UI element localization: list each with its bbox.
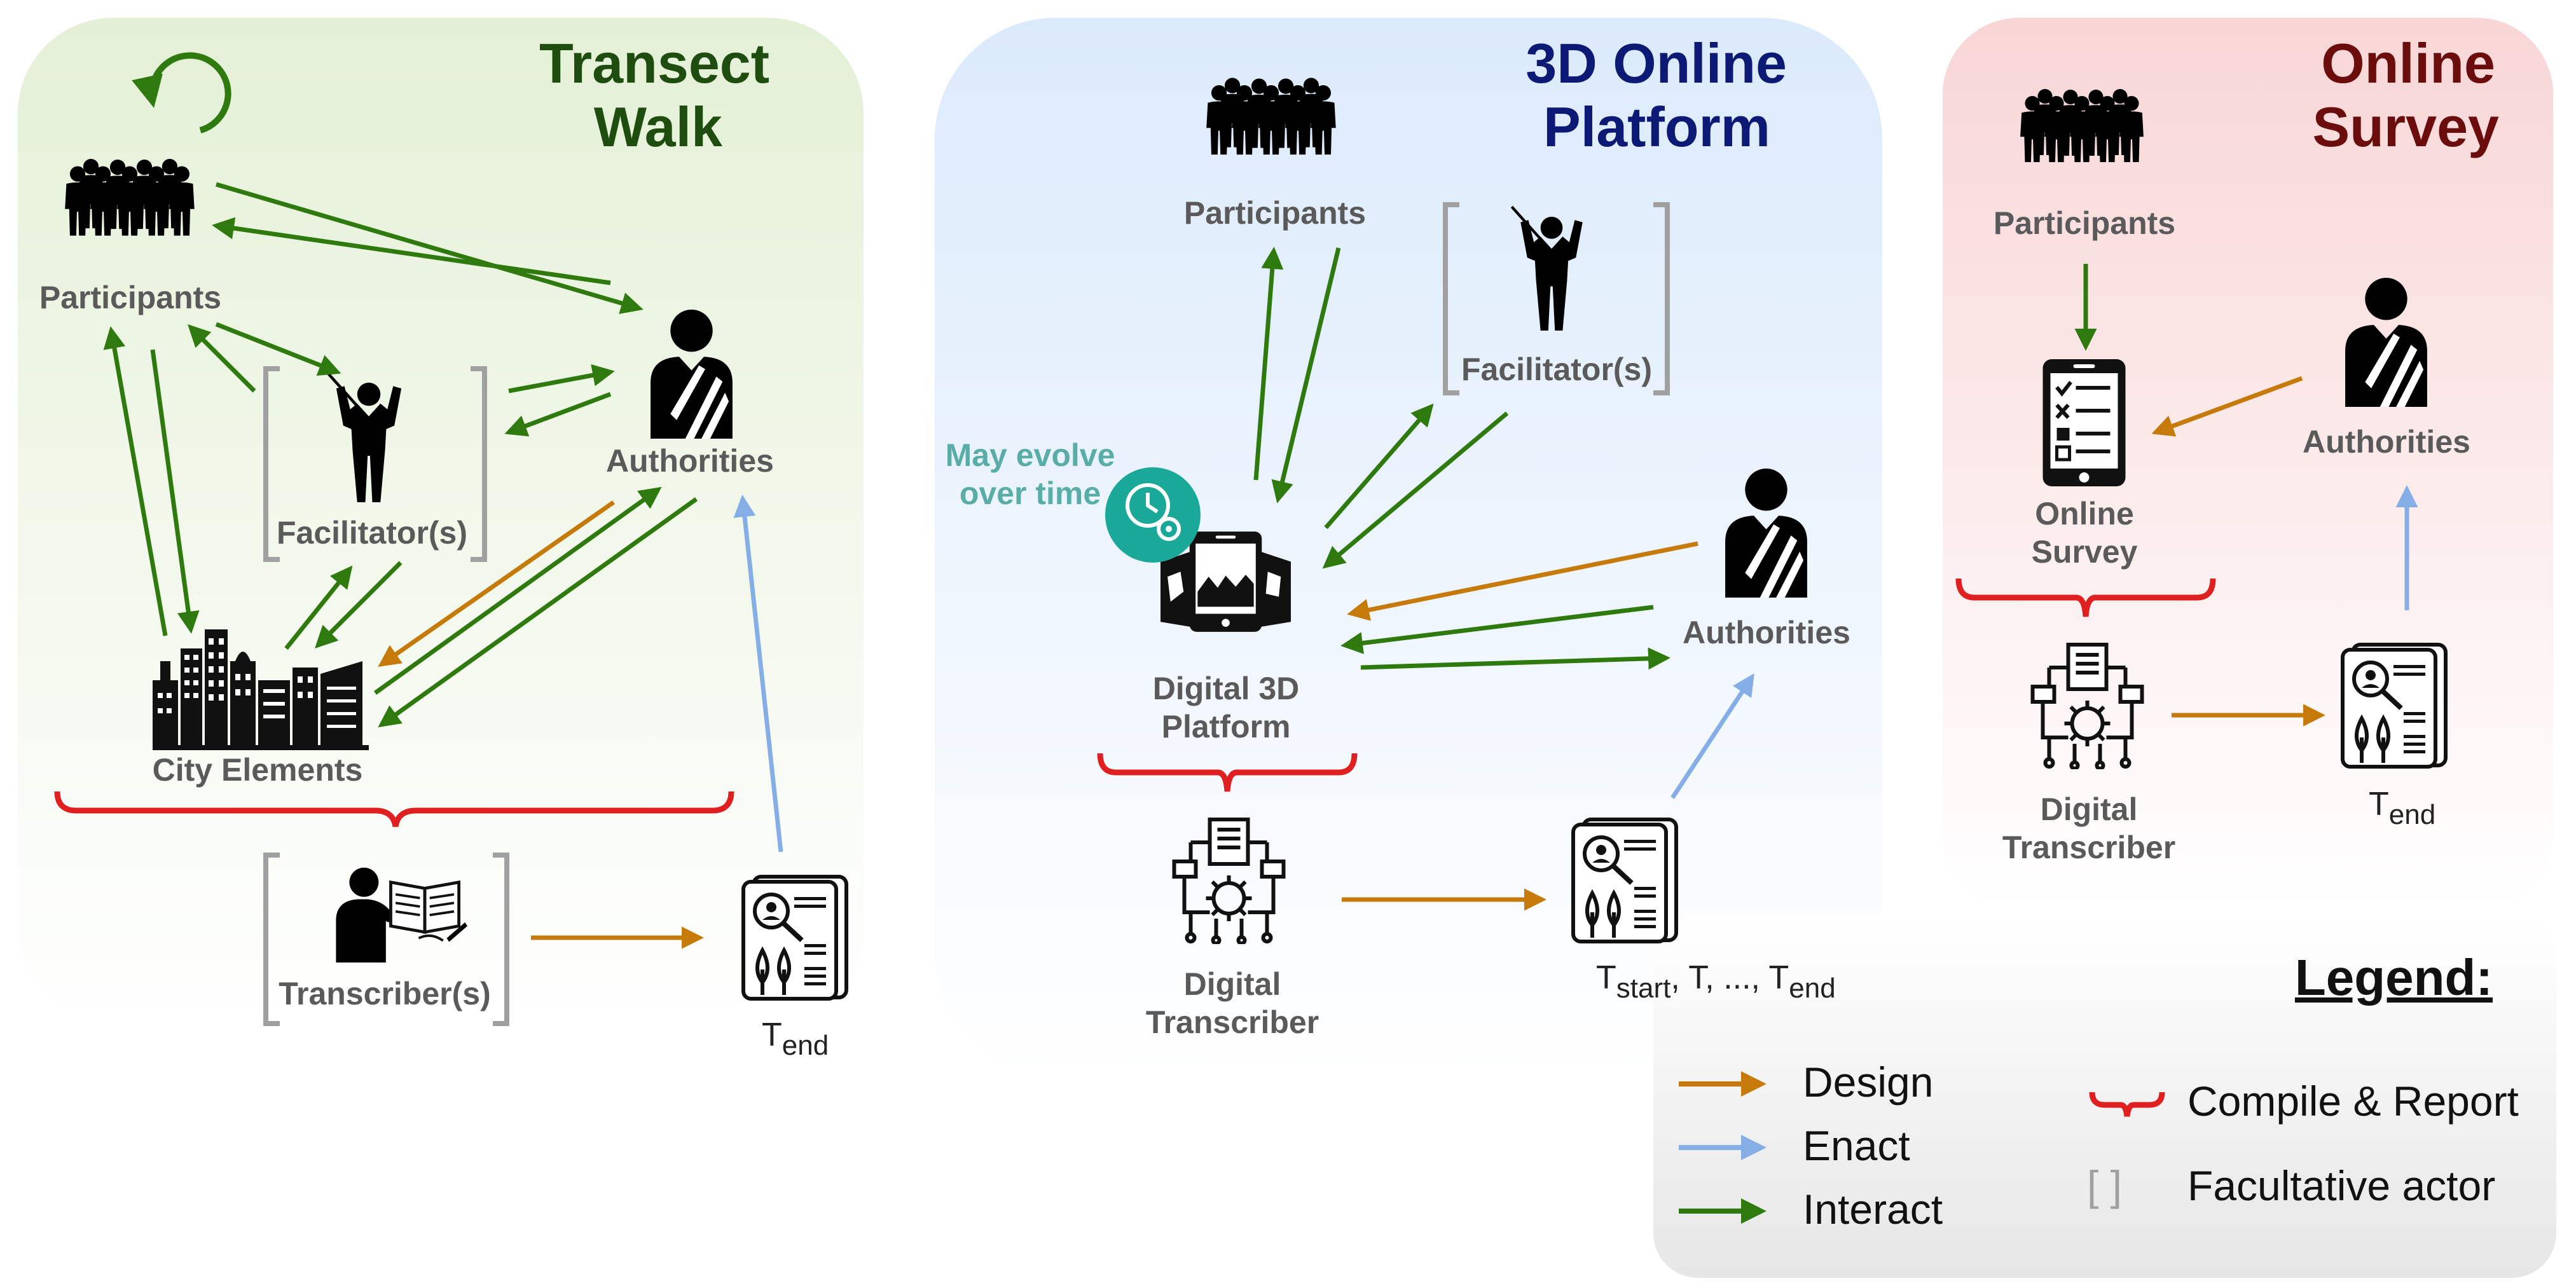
report-icon [2343,645,2446,767]
os-survey-label-line1: Online [2035,496,2134,531]
interact-arrow [215,322,341,376]
os-tend-label: Tend [2369,786,2435,830]
interact-arrow [1324,403,1434,530]
os-participants-label: Participants [1994,205,2175,241]
facultative-bracket-left [1443,202,1459,395]
interact-arrow [373,486,662,695]
interact-arrow [188,324,256,393]
interact-arrow [1340,605,1654,654]
interact-arrow [284,565,353,650]
legend-panel [1653,915,2556,1278]
transect-panel [18,18,864,1022]
enact-arrow [733,495,783,853]
platform-panel [935,18,1882,1073]
p3-t-label: Tstart, T, ..., Tend [1596,959,1836,1004]
compile-brace [1955,578,2216,617]
interact-arrow [504,392,612,437]
p3-transcriber-label-line1: Digital [1184,966,1281,1002]
facultative-bracket-left [263,853,280,1026]
interact-arrow [1253,247,1284,481]
legend-compile-label: Compile & Report [2187,1078,2519,1125]
compile-brace [54,791,734,827]
legend-compile-brace [2089,1092,2165,1117]
interact-arrow [378,497,698,728]
interact-arrow [508,364,615,394]
facultative-bracket-right [493,853,509,1026]
interact-arrow [1360,647,1670,670]
legend-enact-label: Enact [1803,1122,1910,1169]
legend-interact-label: Interact [1803,1186,1943,1233]
p3-participants-label: Participants [1184,195,1366,231]
enact-arrow [1670,673,1754,799]
tw-tend-label: Tend [762,1017,829,1061]
report-icon [743,877,846,999]
platform-title-line1: 3D Online [1526,32,1787,95]
legend-title: Legend: [2295,949,2493,1006]
gear-clock-icon [1105,467,1201,563]
interact-arrow [150,349,200,634]
transect-title-line2: Walk [594,95,723,158]
facultative-bracket-right [1653,202,1670,395]
transect-title-line1: Transect [539,32,769,95]
p3-evolve-label-line1: May evolve [946,437,1115,473]
tw-transcribers-label: Transcriber(s) [279,976,490,1011]
p3-transcriber-label-line2: Transcriber [1146,1004,1319,1040]
tw-authorities-label: Authorities [606,443,774,479]
interact-arrow [103,326,168,636]
report-icon [1573,819,1676,942]
legend-design-label: Design [1803,1058,1933,1106]
survey-title-line1: Online [2321,32,2495,95]
p3-authorities-label: Authorities [1683,615,1850,650]
os-survey-label-line2: Survey [2032,534,2138,570]
p3-facilitators-label: Facilitator(s) [1461,352,1652,387]
compile-brace [1097,753,1358,792]
legend-facultative-symbol: [ ] [2087,1162,2122,1209]
p3-platform-label-line1: Digital 3D [1153,671,1300,706]
survey-title-line2: Survey [2312,95,2499,158]
os-authorities-label: Authorities [2303,424,2470,460]
tw-city-label: City Elements [153,752,363,788]
legend-facultative-label: Facultative actor [2187,1162,2495,1209]
os-transcriber-label-line2: Transcriber [2002,830,2175,865]
tw-participants-label: Participants [39,280,221,315]
interact-arrow [315,561,403,648]
survey-phone-icon [2043,359,2126,486]
facultative-bracket-left [263,366,280,562]
interact-arrow [1271,247,1341,504]
interact-arrow [216,182,644,314]
refresh-loop-icon [132,52,231,134]
tw-facilitators-label: Facilitator(s) [277,515,467,551]
design-arrow [2151,376,2303,437]
os-transcriber-label-line1: Digital [2041,791,2138,827]
design-arrow [1347,541,1698,621]
platform-title-line2: Platform [1543,95,1770,158]
interact-arrow [1322,411,1509,569]
design-arrow [378,500,616,668]
interact-arrow [212,217,611,285]
p3-evolve-label-line2: over time [960,476,1101,511]
p3-platform-label-line2: Platform [1162,709,1291,744]
facultative-bracket-right [471,366,487,562]
